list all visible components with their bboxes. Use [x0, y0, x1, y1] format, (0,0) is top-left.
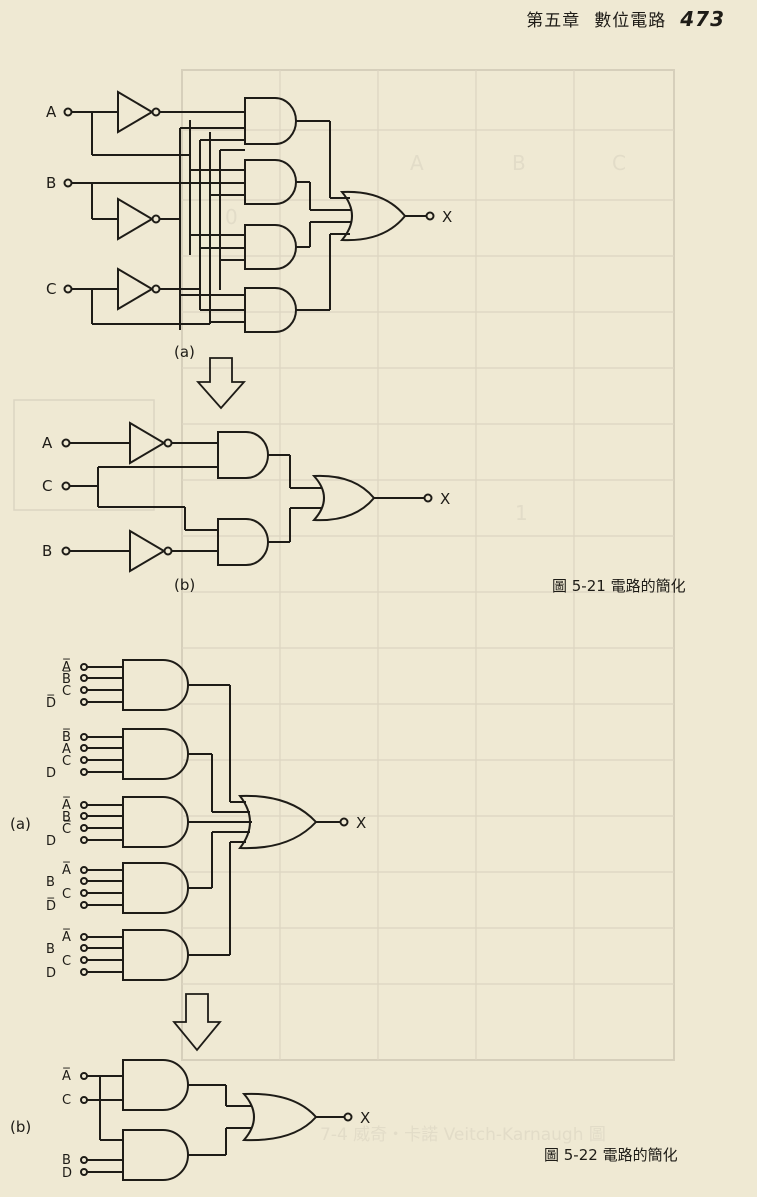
bleed-header-c: C [612, 151, 626, 175]
chapter-label: 第五章 [526, 11, 581, 31]
fig522-caption: 圖 5-22 電路的簡化 [544, 1146, 678, 1164]
figure-5-22a [80, 659, 349, 1052]
bleed-value-1: 1 [515, 501, 528, 525]
page-number: 473 [680, 7, 725, 31]
g2-in-1: B̅ [62, 729, 71, 745]
fig522b-label: (b) [10, 1118, 31, 1136]
fig521a-input-b: B [46, 174, 56, 192]
fig521-caption: 圖 5-21 電路的簡化 [552, 577, 686, 595]
g1-in-1: A̅ [62, 659, 71, 675]
g2-in-4: D [46, 766, 56, 781]
g3-in-1: A̅ [62, 797, 71, 813]
g5-in-2: B [46, 942, 55, 957]
g1-in-3: C [62, 684, 71, 699]
fig522a-label: (a) [10, 815, 31, 833]
section-title: 數位電路 [594, 11, 667, 31]
fig521a-label: (a) [174, 343, 195, 361]
fig522b-input-1: A̅ [62, 1068, 71, 1084]
g4-in-3: C [62, 887, 71, 902]
fig521b-input-a: A [42, 434, 53, 452]
fig521b-input-b: B [42, 542, 52, 560]
g1-in-2: B̅ [62, 671, 71, 687]
bleed-text: 7-4 威奇・卡諾 Veitch-Karnaugh 圖 [320, 1125, 606, 1145]
fig522a-output: X [356, 814, 366, 832]
bleed-through: A B C 0 1 7-4 威奇・卡諾 Veitch-Karnaugh 圖 [13, 69, 675, 1145]
g2-in-3: C [62, 754, 71, 769]
g4-in-1: A̅ [62, 862, 71, 878]
figure-5-21b [61, 422, 433, 572]
fig521a-input-c: C [46, 280, 56, 298]
bleed-value-0: 0 [225, 205, 238, 229]
figure-5-21a [63, 91, 435, 410]
page-header: 第五章 數位電路 473 [526, 6, 725, 34]
g5-in-3: C [62, 954, 71, 969]
fig522b-output: X [360, 1109, 370, 1127]
fig521b-input-c: C [42, 477, 52, 495]
figure-5-22b [80, 1059, 353, 1181]
fig522b-input-2: C [62, 1093, 71, 1108]
g5-in-1: A̅ [62, 929, 71, 945]
g4-in-2: B [46, 875, 55, 890]
g4-in-4: D̅ [46, 898, 56, 914]
g3-in-4: D [46, 834, 56, 849]
g3-in-2: B [62, 810, 71, 825]
fig522b-input-4: D [62, 1166, 72, 1181]
fig521b-output: X [440, 490, 450, 508]
fig521a-output: X [442, 208, 452, 226]
g3-in-3: C̅ [62, 821, 72, 837]
bleed-header-a: A [410, 151, 424, 175]
fig521a-input-a: A [46, 103, 57, 121]
g5-in-4: D [46, 966, 56, 981]
fig522b-input-3: B [62, 1153, 71, 1168]
g2-in-2: A [62, 742, 71, 757]
g1-in-4: D̅ [46, 695, 56, 711]
bleed-header-b: B [512, 151, 526, 175]
fig521b-label: (b) [174, 576, 195, 594]
